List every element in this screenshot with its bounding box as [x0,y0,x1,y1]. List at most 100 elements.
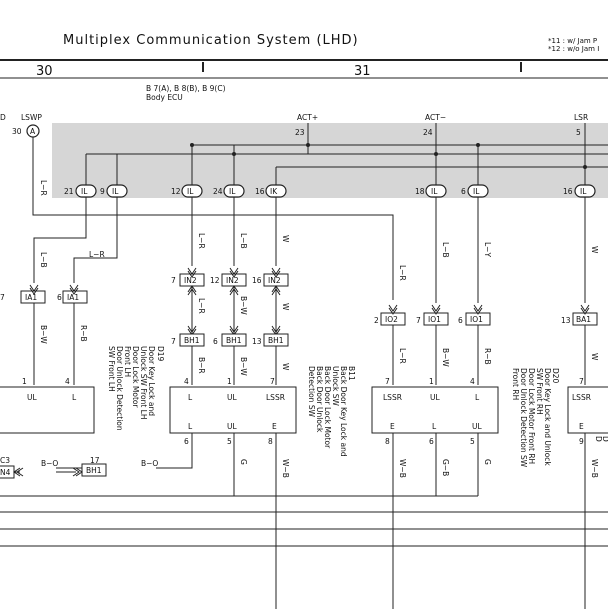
wire-to-d20 [392,325,586,385]
wire-bottom-verticals [233,433,586,609]
wire-bottom-bus [0,495,608,547]
pin-4: 4 [184,377,189,386]
component-d19-box [0,386,95,434]
pin-7: 7 [385,377,390,386]
terminal-ul: UL [227,393,237,402]
terminal-lswp: LSWP [21,113,42,122]
terminal-lsr: LSR [574,113,588,122]
d20-desc-1: Door Key Lock and Unlock [543,368,552,466]
wire-label-wb: W−B [590,459,599,478]
pin-23: 23 [295,128,305,137]
connector-arrows [29,284,79,295]
pin-8: 8 [385,437,390,446]
wire-label-bw: B−W [441,348,450,367]
b11-desc-1: Back Door Key Lock and [339,366,348,457]
pin-6: 6 [429,437,434,446]
junction-io1-6: 6 IO1 [458,312,491,326]
svg-text:21: 21 [64,187,74,196]
wire-label-w: W [281,303,290,311]
wire-label-lb: L−B [239,233,248,249]
terminal-l: L [72,393,77,402]
pin-7: 7 [270,377,275,386]
wire-label-rb: R−B [483,348,492,365]
wire-label-gb: G−B [441,459,450,476]
junction-bh1-17: 17 BH1 [81,456,107,477]
b11-desc-3: Back Door Lock Motor [323,366,332,449]
ecu-pin-12: 12 IL [171,184,203,198]
svg-text:16: 16 [255,187,265,196]
ecu-pin-21: 21 IL [64,184,97,198]
junction-bh1-13: 13 BH1 [252,333,289,347]
ecu-internal-bus [191,144,608,186]
wire-label-w: W [281,235,290,243]
svg-text:6: 6 [458,316,463,325]
note-11: *11 : w/ Jam P [548,37,597,45]
wire-label-bo: B−O [141,459,158,468]
svg-text:12: 12 [171,187,181,196]
svg-text:13: 13 [561,316,571,325]
svg-text:12: 12 [210,276,220,285]
connector-arrows [388,304,590,315]
ecu-pin-16b: 16 IL [563,184,596,198]
junction-in2-16: 16 IN2 [252,273,289,287]
svg-text:18: 18 [415,187,425,196]
ecu-pin-6: 6 IL [461,184,489,198]
svg-text:IO1: IO1 [428,315,441,324]
svg-text:IL: IL [431,187,438,196]
svg-text:IK: IK [270,187,278,196]
pin-4: 4 [470,377,475,386]
wire-label-lr: L−R [398,265,407,281]
pin-5: 5 [576,128,581,137]
wire-label-lr-h: L−R [89,250,105,259]
terminal-e: E [579,422,584,431]
svg-text:IA1: IA1 [25,293,37,302]
wire-lb-left [33,197,87,283]
d20-desc-3: Door Lock Motor Front RH [527,368,536,464]
junction-ia1-6: 6 IA1 [57,290,88,304]
terminal-ul: UL [472,422,482,431]
ecu-pin-9: 9 IL [100,184,128,198]
pin-5: 5 [470,437,475,446]
svg-text:17: 17 [90,456,100,465]
svg-text:7: 7 [171,337,176,346]
pin-1: 1 [227,377,232,386]
terminal-ul: UL [430,393,440,402]
ecu-connectors: B 7(A), B 8(B), B 9(C) [146,84,226,93]
pin-5: 5 [227,437,232,446]
wire-label-w: W [281,363,290,371]
terminal-l: L [188,393,193,402]
svg-text:IN2: IN2 [268,276,281,285]
note-12: *12 : w/o Jam I [548,45,599,53]
wire-label-lr: L−R [39,180,48,196]
d19-desc-5: Door Unlock Detection [115,346,124,431]
wire-label-lr: L−R [398,348,407,364]
pin-6: 6 [184,437,189,446]
svg-text:16: 16 [252,276,262,285]
junction-ia1-7: 7 IA1 [0,290,46,304]
svg-text:24: 24 [213,187,223,196]
d19-desc-2: Unlock SW Front LH [139,346,148,420]
right-desc-frag: D [594,436,603,442]
terminal-l: L [188,422,193,431]
wire-label-ly: L−Y [483,242,492,257]
d20-desc-2: SW Front RH [535,368,544,415]
svg-text:IL: IL [187,187,194,196]
d19-desc-1: Door Key Lock and [147,346,156,416]
wire-lr-left [73,197,118,283]
wire-label-w: W [590,246,599,254]
svg-text:2: 2 [374,316,379,325]
connector-arrows [13,467,83,477]
pin-7: 7 [579,377,584,386]
component-right-box [567,386,608,434]
svg-text:IN2: IN2 [184,276,197,285]
terminal-e: E [390,422,395,431]
component-d20-box [371,386,499,434]
svg-text:IO1: IO1 [470,315,483,324]
junction-ba1: 13 BA1 [561,312,598,326]
terminal-lssr: LSSR [572,393,591,402]
junction-dot [190,143,194,147]
wire-label-lb: L−B [441,242,450,258]
ecu-pin-24b: 24 IL [213,184,245,198]
pin-4: 4 [65,377,70,386]
